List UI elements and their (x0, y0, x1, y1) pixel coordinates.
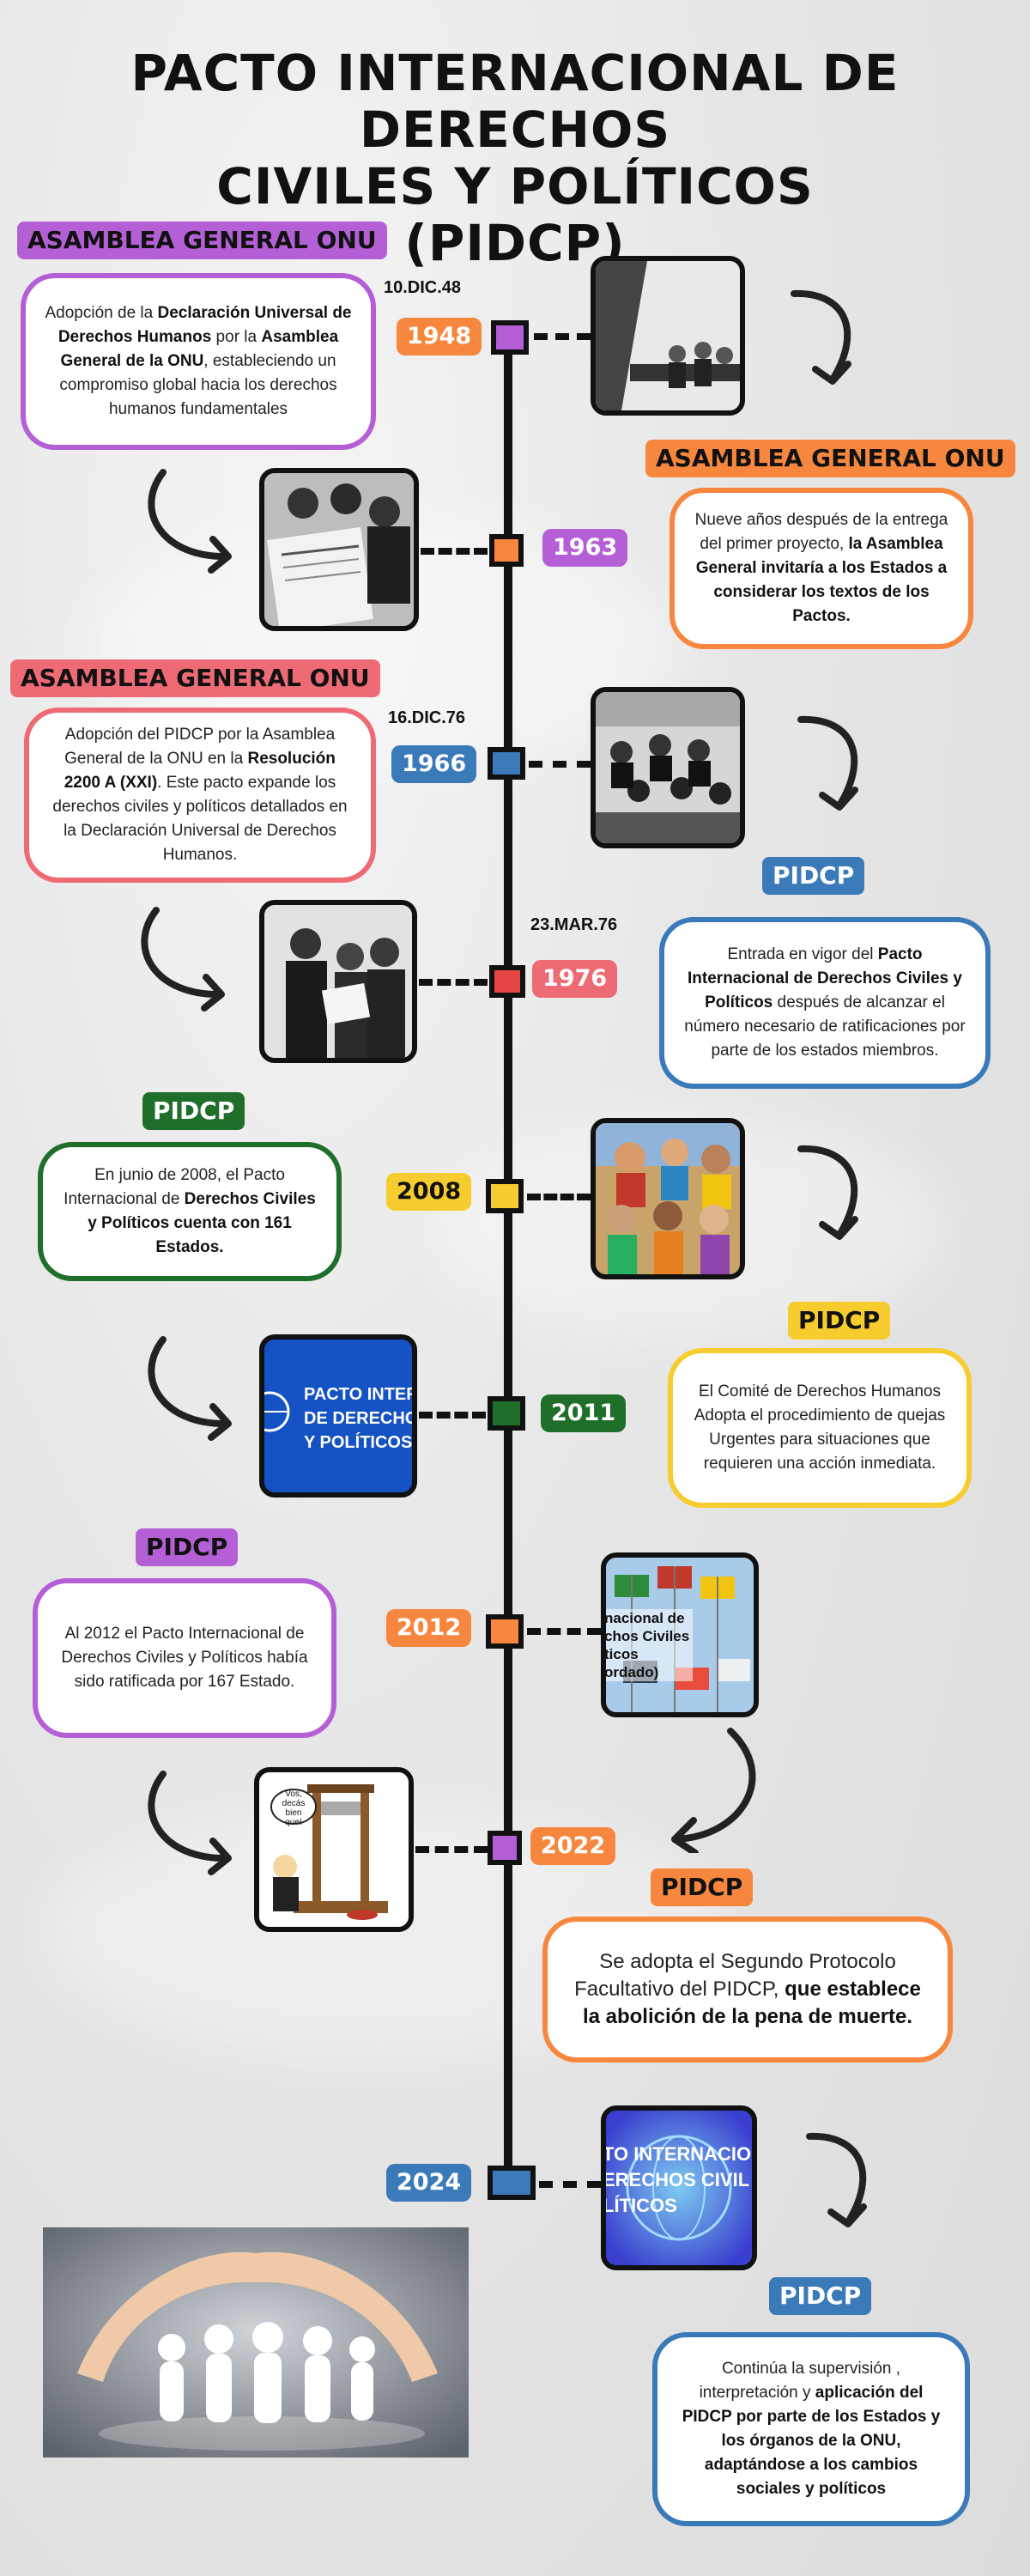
event-2008-connector (527, 1194, 591, 1200)
event-2008-photo (591, 1118, 745, 1279)
event-1976-year: 1976 (532, 960, 618, 998)
event-2011-label: PIDCP (788, 1302, 891, 1340)
card-text: Se adopta el Segundo Protocolo Facultati… (574, 1950, 921, 2028)
event-1963-connector (421, 548, 488, 555)
title-line-3: (PIDCP) (404, 214, 626, 272)
event-2012-node (486, 1614, 524, 1649)
event-2024-photo: TO INTERNACIO ERECHOS CIVIL LÍTICOS (601, 2105, 757, 2270)
speech-line-1: Vos, (285, 1789, 302, 1799)
event-1966-label: ASAMBLEA GENERAL ONU (10, 659, 380, 697)
event-1948-date: 10.DIC.48 (384, 278, 462, 297)
event-1976-curved-arrow-icon (141, 907, 225, 1012)
event-1966-curved-arrow-icon (797, 715, 858, 811)
speech-line-2: decás bien (282, 1799, 306, 1818)
card-text: Adopción de la Declaración Universal de … (45, 304, 352, 418)
logo-line-2: DE DERECHOS CI (304, 1409, 417, 1428)
flags-line-1: nacional de (604, 1610, 685, 1626)
event-2008-label: PIDCP (142, 1092, 245, 1130)
event-1948-connector (534, 333, 591, 340)
card-text: Continúa la supervisión , interpretación… (682, 2360, 941, 2498)
card-text: Adopción del PIDCP por la Asamblea Gener… (52, 726, 348, 864)
event-2008-card: En junio de 2008, el Pacto Internacional… (38, 1142, 342, 1281)
event-2022-card: Se adopta el Segundo Protocolo Facultati… (542, 1917, 953, 2063)
event-2011-card: El Comité de Derechos Humanos Adopta el … (668, 1348, 972, 1508)
event-2011-photo: PACTO INTERNAC DE DERECHOS CI Y POLÍTICO… (259, 1334, 417, 1498)
event-1966-connector (529, 761, 591, 768)
event-1963-curved-arrow-icon (148, 469, 232, 574)
event-1963-year: 1963 (542, 529, 628, 567)
event-1963-card: Nueve años después de la entrega del pri… (670, 488, 973, 649)
event-1948-year: 1948 (397, 318, 482, 355)
event-2012-label: PIDCP (136, 1528, 239, 1566)
page-title: PACTO INTERNACIONAL DE DERECHOS CIVILES … (0, 45, 1030, 271)
event-1948-card: Adopción de la Declaración Universal de … (21, 273, 376, 450)
event-2022-curved-arrow-icon (148, 1771, 232, 1875)
event-2024-card: Continúa la supervisión , interpretación… (652, 2332, 970, 2526)
title-line-1: PACTO INTERNACIONAL DE DERECHOS (130, 44, 900, 159)
timeline-axis (504, 330, 512, 2193)
event-2011-node (488, 1396, 525, 1431)
event-1976-photo (259, 900, 417, 1063)
event-2024-year: 2024 (386, 2164, 472, 2202)
title-line-2: CIVILES Y POLÍTICOS (216, 157, 814, 216)
event-2012-card: Al 2012 el Pacto Internacional de Derech… (33, 1578, 336, 1738)
event-1976-node (489, 965, 525, 998)
event-2022-photo: Vos, decás bien que! (254, 1767, 414, 1932)
event-1966-photo (591, 687, 745, 848)
protection-illustration (43, 2227, 469, 2458)
event-1963-node (489, 534, 524, 567)
card-text: Nueve años después de la entrega del pri… (694, 511, 948, 625)
event-2011-connector (419, 1412, 486, 1419)
card-text: En junio de 2008, el Pacto Internacional… (64, 1166, 316, 1256)
event-1948-node (491, 320, 529, 355)
event-2012-connector (527, 1628, 601, 1635)
event-1976-label: PIDCP (762, 857, 865, 895)
event-2008-curved-arrow-icon (797, 1145, 858, 1240)
event-2022-connector (415, 1846, 488, 1853)
event-2022-year: 2022 (530, 1827, 616, 1865)
event-2012-year: 2012 (386, 1609, 472, 1647)
event-2011-curved-arrow-icon (148, 1336, 232, 1441)
card-text: El Comité de Derechos Humanos Adopta el … (694, 1382, 946, 1473)
card-text: Entrada en vigor del Pacto Internacional… (684, 945, 966, 1060)
event-2022-node (488, 1831, 522, 1865)
speech-line-3: que! (285, 1818, 302, 1827)
event-1966-node (488, 747, 525, 780)
event-1966-date: 16.DIC.76 (388, 708, 466, 727)
event-1976-card: Entrada en vigor del Pacto Internacional… (659, 917, 991, 1089)
event-1966-card: Adopción del PIDCP por la Asamblea Gener… (24, 708, 376, 883)
event-2024-label: PIDCP (769, 2277, 872, 2315)
logo-line-1: PACTO INTERNAC (304, 1385, 412, 1404)
event-1976-date: 23.MAR.76 (530, 915, 618, 934)
event-2008-year: 2008 (386, 1173, 472, 1211)
card-text: Al 2012 el Pacto Internacional de Derech… (61, 1625, 308, 1691)
event-2022-label: PIDCP (651, 1868, 754, 1906)
event-1963-label: ASAMBLEA GENERAL ONU (645, 440, 1015, 477)
event-2024-node (488, 2166, 536, 2200)
event-1948-photo (591, 256, 745, 416)
event-2011-year: 2011 (541, 1394, 627, 1432)
event-2012-photo: nacional de chos Civiles ticos ordado) (601, 1552, 759, 1717)
event-1948-curved-arrow-icon (791, 289, 851, 385)
flags-line-4: ordado) (604, 1664, 659, 1680)
globe-line-3: LÍTICOS (603, 2195, 677, 2216)
event-2024-connector (539, 2181, 601, 2188)
flags-line-3: ticos (604, 1646, 639, 1662)
event-2008-node (486, 1179, 524, 1213)
event-1976-connector (419, 979, 488, 986)
event-1966-year: 1966 (391, 745, 477, 783)
event-2024-curved-arrow-icon (806, 2132, 867, 2227)
globe-line-1: TO INTERNACIO (603, 2143, 752, 2165)
globe-line-2: ERECHOS CIVIL (603, 2169, 750, 2190)
event-2012-curved-arrow-icon (671, 1728, 756, 1853)
event-1948-label: ASAMBLEA GENERAL ONU (17, 222, 387, 259)
flags-line-2: chos Civiles (604, 1628, 690, 1644)
logo-line-3: Y POLÍTICOS (304, 1433, 413, 1452)
event-1963-photo (259, 468, 419, 631)
